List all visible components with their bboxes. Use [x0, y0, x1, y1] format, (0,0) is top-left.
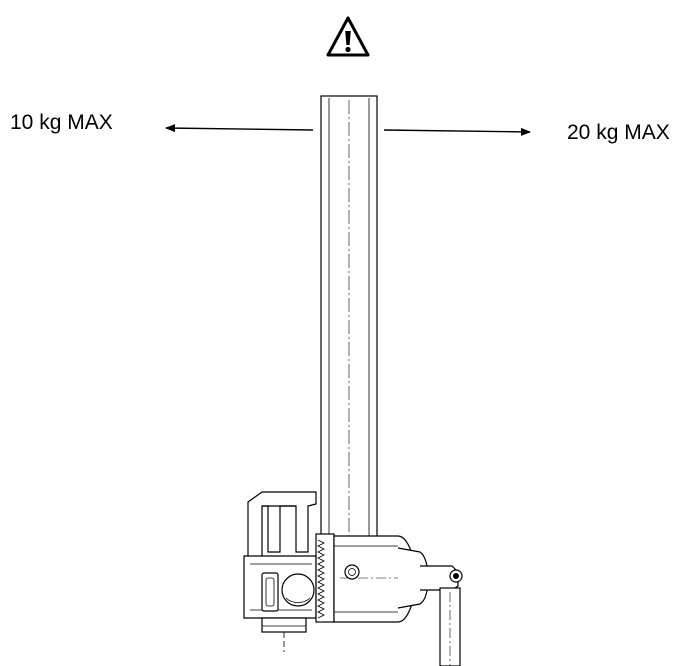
- right-load-arrow: [383, 127, 531, 136]
- right-load-limit-label: 20 kg MAX: [567, 121, 670, 144]
- left-load-arrow: [165, 124, 314, 133]
- vertical-pole: [320, 95, 378, 541]
- warning-triangle-icon: [326, 16, 370, 57]
- clamp-assembly: [243, 491, 463, 666]
- left-load-limit-label: 10 kg MAX: [10, 111, 113, 134]
